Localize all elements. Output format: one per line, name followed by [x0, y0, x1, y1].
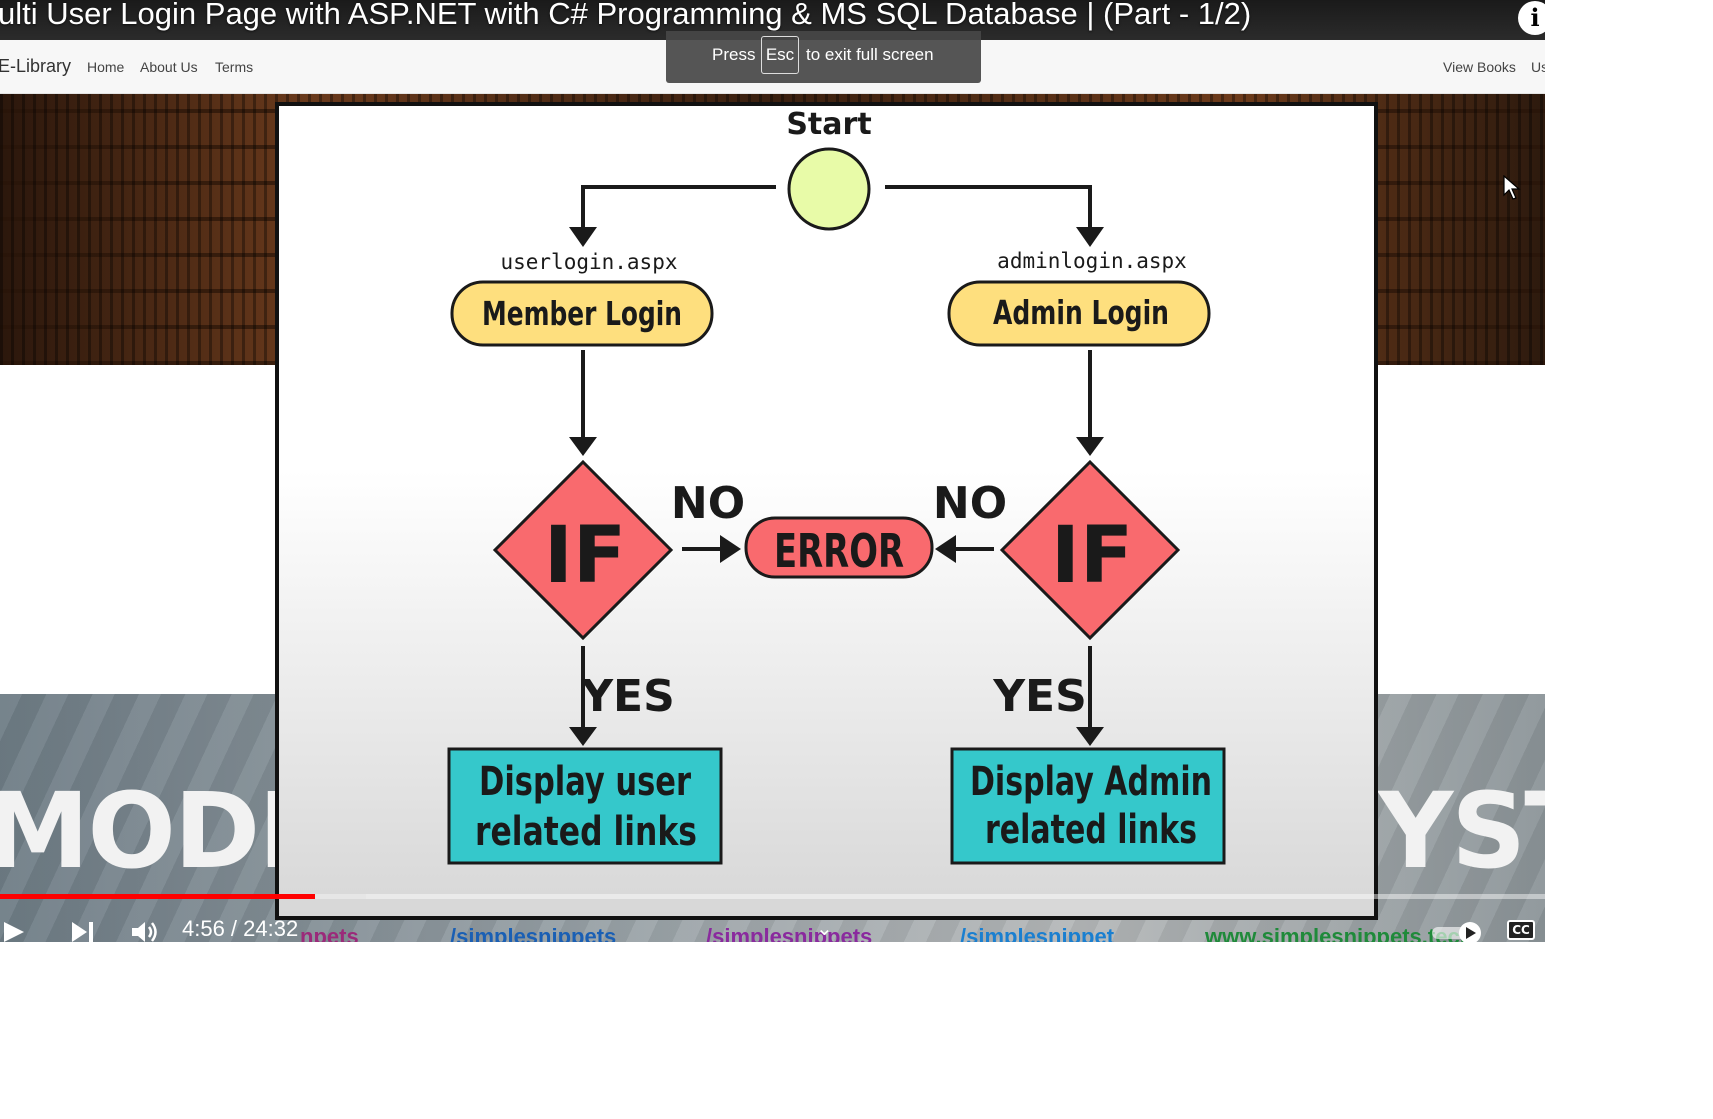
- admin-links-line1: Display Admin: [970, 759, 1212, 805]
- nav-user[interactable]: Us: [1531, 59, 1545, 75]
- volume-icon[interactable]: [130, 919, 160, 942]
- video-player[interactable]: E-Library Home About Us Terms View Books…: [0, 0, 1545, 942]
- fullscreen-exit-toast: Press Esc to exit full screen: [666, 31, 981, 83]
- error-node: [744, 516, 934, 579]
- nav-view-books[interactable]: View Books: [1443, 59, 1516, 75]
- left-yes-label: YES: [580, 671, 675, 722]
- cc-icon[interactable]: CC: [1507, 920, 1535, 940]
- admin-login-label: Admin Login: [993, 293, 1169, 332]
- player-controls: CC: [0, 903, 1545, 942]
- video-title[interactable]: ulti User Login Page with ASP.NET with C…: [0, 0, 1252, 31]
- user-links-node: [447, 747, 723, 865]
- edge-start-to-member: [581, 185, 776, 228]
- member-file-label: userlogin.aspx: [500, 250, 677, 274]
- right-no-label: NO: [933, 478, 1007, 529]
- facebook-link[interactable]: /simplesnippets: [450, 924, 617, 942]
- nav-home[interactable]: Home: [87, 59, 125, 75]
- admin-file-label: adminlogin.aspx: [997, 249, 1187, 273]
- instagram-link[interactable]: /simplesnippets: [706, 924, 873, 942]
- website-link[interactable]: www.simplesnippets.tech: [1205, 924, 1474, 942]
- social-fragment[interactable]: npets: [300, 924, 359, 942]
- esc-key-badge: Esc: [761, 36, 799, 74]
- user-links-line2: related links: [475, 809, 697, 855]
- flowchart-diagram: Start userlogin.aspx adminlogin.aspx Mem…: [447, 107, 1226, 865]
- time-display: 4:56 / 24:32: [182, 916, 299, 941]
- next-icon[interactable]: [70, 920, 96, 942]
- error-label: ERROR: [774, 524, 904, 578]
- toast-exit-text: to exit full screen: [806, 45, 934, 64]
- nav-about[interactable]: About Us: [140, 59, 198, 75]
- info-icon[interactable]: i: [1518, 1, 1545, 35]
- admin-login-node: [947, 280, 1211, 347]
- autoplay-toggle-icon[interactable]: [1430, 921, 1488, 942]
- progress-played: [0, 894, 316, 899]
- flowchart-slide: Start userlogin.aspx adminlogin.aspx Mem…: [275, 102, 1378, 920]
- mouse-cursor-icon: [1503, 175, 1521, 200]
- admin-decision-node: [999, 459, 1181, 641]
- admin-if-label: IF: [1051, 511, 1133, 601]
- right-yes-label: YES: [992, 671, 1087, 722]
- member-login-label: Member Login: [482, 294, 682, 333]
- twitter-link[interactable]: /simplesnippet: [960, 924, 1115, 942]
- member-login-node: [450, 280, 714, 347]
- chevron-down-icon[interactable]: ⌄: [816, 918, 833, 940]
- edge-start-to-admin: [885, 185, 1092, 228]
- admin-links-line2: related links: [985, 807, 1197, 853]
- toast-press-text: Press: [712, 45, 756, 64]
- admin-links-node: [950, 747, 1226, 865]
- user-links-line1: Display user: [479, 759, 691, 805]
- start-node: [787, 147, 871, 231]
- nav-terms[interactable]: Terms: [215, 59, 254, 75]
- member-decision-node: [492, 459, 674, 641]
- site-brand[interactable]: E-Library: [0, 56, 72, 76]
- member-if-label: IF: [544, 511, 626, 601]
- banner-text-right: YSTE: [1378, 770, 1545, 892]
- play-icon[interactable]: [2, 920, 26, 942]
- left-no-label: NO: [671, 478, 745, 529]
- progress-bar[interactable]: [0, 894, 1545, 899]
- start-label: Start: [786, 107, 871, 142]
